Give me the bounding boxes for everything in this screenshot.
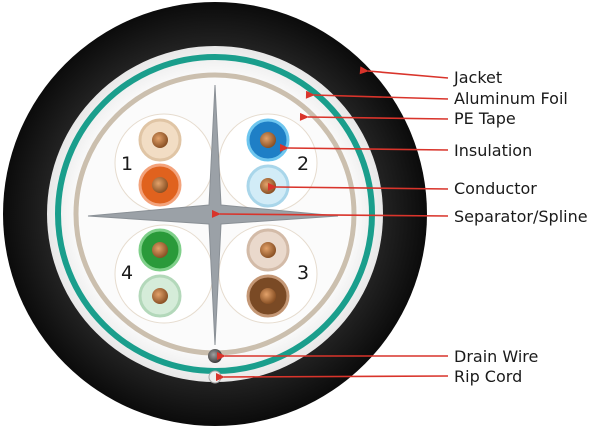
pair-4-solid-conductor bbox=[152, 242, 168, 258]
rip-cord-arrow bbox=[215, 373, 449, 382]
separator-spline-label: Separator/Spline bbox=[454, 207, 588, 226]
pair-3-number: 3 bbox=[297, 262, 309, 284]
pair-4 bbox=[138, 228, 182, 318]
aluminum-foil-label: Aluminum Foil bbox=[454, 89, 568, 108]
jacket-label: Jacket bbox=[453, 68, 502, 87]
pair-1-solid-conductor bbox=[152, 177, 168, 193]
separator-arrow bbox=[211, 209, 449, 218]
rip-cord bbox=[208, 370, 222, 384]
insulation-arrow bbox=[279, 143, 449, 152]
callout-arrows bbox=[211, 66, 449, 382]
pe-tape-arrow bbox=[299, 112, 449, 121]
jacket-arrow bbox=[359, 66, 449, 79]
pair-3-solid-conductor bbox=[260, 288, 276, 304]
pair-2-solid-conductor bbox=[260, 132, 276, 148]
pair-1-number: 1 bbox=[121, 153, 133, 175]
pe-tape-label: PE Tape bbox=[454, 109, 516, 128]
pair-3-stripe-conductor bbox=[260, 242, 276, 258]
pair-2-stripe-conductor bbox=[260, 178, 276, 194]
conductor-arrow bbox=[267, 182, 449, 191]
pair-1 bbox=[138, 118, 182, 207]
pair-1-stripe-conductor bbox=[152, 132, 168, 148]
drain-wire bbox=[208, 349, 222, 363]
pair-2-number: 2 bbox=[297, 153, 309, 175]
foil-arrow bbox=[305, 90, 449, 100]
conductor-label: Conductor bbox=[454, 179, 537, 198]
pair-4-number: 4 bbox=[121, 262, 133, 284]
insulation-label: Insulation bbox=[454, 141, 532, 160]
pair-4-stripe-conductor bbox=[152, 288, 168, 304]
pair-2 bbox=[246, 118, 290, 208]
pair-3 bbox=[246, 228, 290, 318]
rip-cord-label: Rip Cord bbox=[454, 367, 522, 386]
drain-wire-label: Drain Wire bbox=[454, 347, 538, 366]
